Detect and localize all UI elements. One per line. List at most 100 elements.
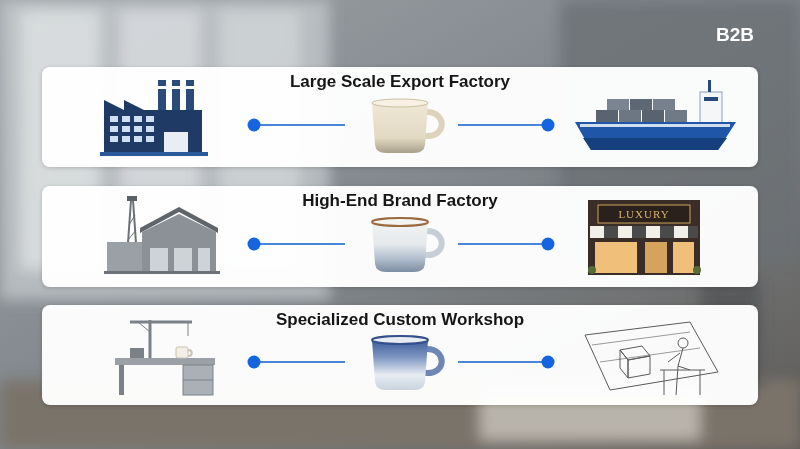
workshop-desk-icon xyxy=(138,322,150,332)
row-title: High-End Brand Factory xyxy=(42,191,758,211)
workshop-desk-icon xyxy=(130,321,192,324)
cargo-ship-icon xyxy=(708,80,711,92)
blue-glazed-mug xyxy=(372,336,442,390)
workshop-desk-icon xyxy=(188,322,189,336)
cream-mug xyxy=(372,99,428,107)
connector-line xyxy=(248,238,261,251)
brand-factory-icon xyxy=(128,230,136,240)
connector-line xyxy=(248,119,261,132)
cargo-ship-icon xyxy=(580,124,730,127)
export-factory-icon xyxy=(134,126,142,132)
connector-line xyxy=(458,243,548,245)
blue-glazed-mug xyxy=(425,349,442,373)
brand-factory-icon xyxy=(198,248,210,273)
connector-line xyxy=(542,238,555,251)
row-panel: Specialized Custom Workshop xyxy=(42,305,758,405)
design-sketch-icon xyxy=(620,350,628,378)
luxury-storefront-icon xyxy=(598,205,690,223)
export-factory-icon xyxy=(172,86,180,89)
export-factory-icon xyxy=(134,136,142,142)
design-sketch-icon xyxy=(700,370,701,395)
design-sketch-icon xyxy=(664,370,665,395)
design-sketch-icon xyxy=(600,348,700,362)
export-factory-icon xyxy=(158,86,166,89)
cargo-ship-icon xyxy=(665,110,687,122)
row-panel: High-End Brand Factory xyxy=(42,186,758,287)
connector-line xyxy=(254,124,345,126)
cream-mug xyxy=(372,99,442,153)
glazed-mug xyxy=(372,218,442,272)
design-sketch-icon xyxy=(620,346,650,360)
brand-factory-icon xyxy=(150,248,168,273)
corner-tag: B2B xyxy=(700,22,770,48)
design-sketch-icon xyxy=(676,366,678,395)
glazed-mug xyxy=(425,231,442,255)
brand-factory-icon xyxy=(104,271,220,274)
cargo-ship-icon xyxy=(704,97,718,101)
design-sketch-icon xyxy=(585,322,718,395)
workshop-desk-icon xyxy=(119,365,124,395)
design-sketch-icon xyxy=(678,348,690,370)
export-factory-icon xyxy=(122,136,130,142)
connector-line xyxy=(248,119,555,132)
row-title: Large Scale Export Factory xyxy=(42,72,758,92)
luxury-storefront-icon xyxy=(604,226,618,238)
workshop-desk-icon xyxy=(115,320,215,395)
connector-line xyxy=(248,356,261,369)
cargo-ship-icon xyxy=(583,138,727,150)
luxury-storefront-icon xyxy=(588,266,596,274)
connector-line xyxy=(542,119,555,132)
export-factory-icon xyxy=(104,100,202,154)
brand-factory-icon xyxy=(126,200,131,272)
cream-mug xyxy=(425,112,442,136)
luxury-storefront-icon xyxy=(674,226,688,238)
luxury-storefront-icon xyxy=(693,266,701,274)
luxury-storefront-icon xyxy=(588,200,701,275)
luxury-storefront-icon xyxy=(688,226,698,238)
row-panel: Large Scale Export Factory xyxy=(42,67,758,167)
glazed-mug xyxy=(372,222,428,272)
workshop-desk-icon xyxy=(183,365,213,395)
luxury-storefront-icon xyxy=(618,226,632,238)
brand-factory-icon xyxy=(104,196,220,274)
design-sketch-icon xyxy=(660,370,705,371)
export-factory-icon xyxy=(146,116,154,122)
cargo-ship-icon xyxy=(575,80,736,150)
export-factory-icon xyxy=(110,136,118,142)
luxury-storefront-icon xyxy=(588,200,700,275)
workshop-desk-icon xyxy=(188,350,192,356)
export-factory-icon xyxy=(186,86,194,89)
glazed-mug xyxy=(372,218,428,226)
cargo-ship-icon xyxy=(619,110,641,122)
design-sketch-icon xyxy=(668,353,680,362)
luxury-storefront-icon xyxy=(646,226,660,238)
export-factory-icon xyxy=(158,80,166,114)
workshop-desk-icon xyxy=(183,380,213,381)
cargo-ship-icon xyxy=(575,122,736,150)
connector-line xyxy=(254,361,345,363)
connector-line xyxy=(254,243,345,245)
export-factory-icon xyxy=(172,80,180,114)
blue-glazed-mug xyxy=(372,336,428,344)
connector-line xyxy=(248,356,555,369)
cargo-ship-icon xyxy=(642,110,664,122)
cream-mug xyxy=(372,103,428,153)
brand-factory-icon xyxy=(127,245,137,255)
export-factory-icon xyxy=(100,152,208,156)
cargo-ship-icon xyxy=(653,99,675,110)
brand-factory-icon xyxy=(142,214,216,273)
row-title: Specialized Custom Workshop xyxy=(42,310,758,330)
connector-line xyxy=(248,238,555,251)
export-factory-icon xyxy=(186,80,194,114)
export-factory-icon xyxy=(110,116,118,122)
export-factory-icon xyxy=(110,126,118,132)
cargo-ship-icon xyxy=(700,92,722,123)
workshop-desk-icon xyxy=(130,348,144,358)
connector-line xyxy=(458,361,548,363)
luxury-storefront-icon xyxy=(673,242,694,273)
blue-glazed-mug xyxy=(372,340,428,390)
